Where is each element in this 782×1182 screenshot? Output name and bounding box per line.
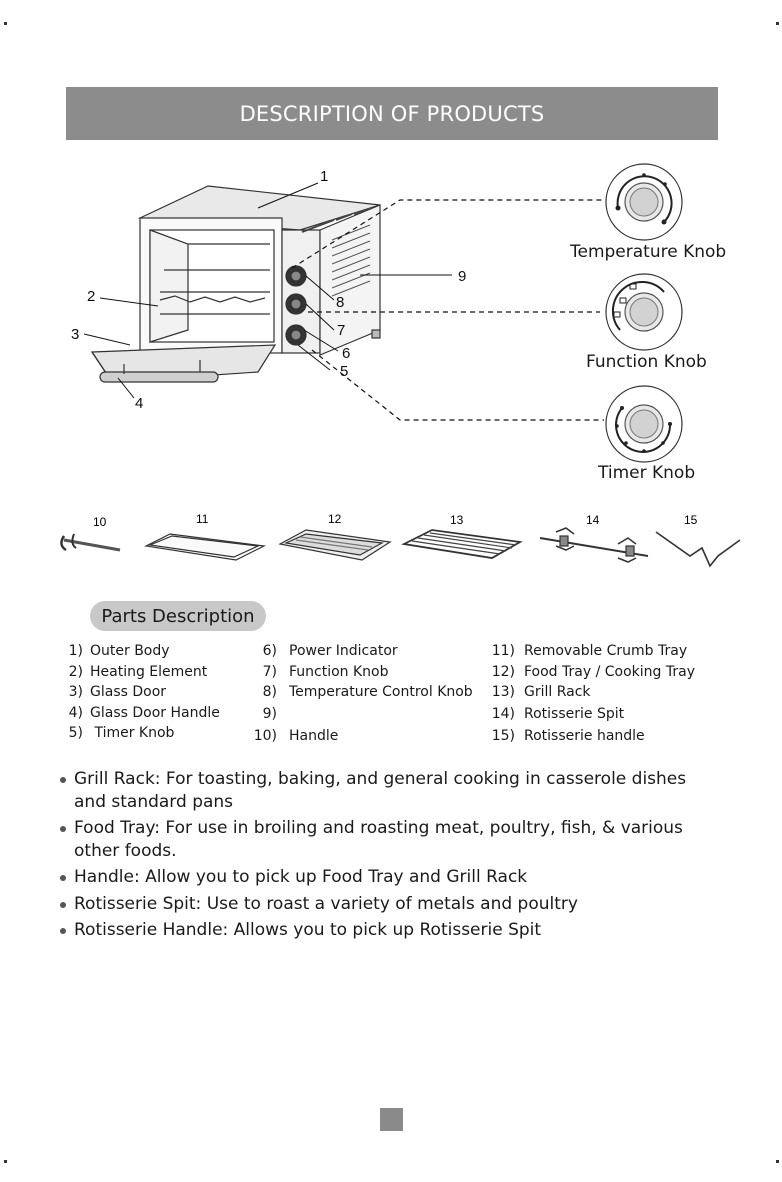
rotisserie-spit-illustration (539, 527, 649, 563)
callout-2: 2 (87, 288, 95, 305)
crumb-tray-illustration (144, 533, 267, 561)
temperature-knob-illustration (605, 163, 683, 241)
parts-description-heading: Parts Description (90, 601, 266, 631)
timer-knob-illustration (605, 385, 683, 463)
parts-list-item: 15)Rotisserie handle (491, 727, 645, 744)
callout-leaders (83, 182, 452, 399)
callout-1: 1 (320, 168, 328, 185)
parts-list-item: 11)Removable Crumb Tray (491, 643, 688, 660)
crop-mark-top-left (4, 22, 7, 25)
parts-list-item: 1)Outer Body (68, 643, 170, 660)
parts-list-column-1: 1)Outer Body 2)Heating Element 3)Glass D… (64, 641, 220, 744)
parts-list-item: 6)Power Indicator (262, 643, 398, 660)
parts-list-item: 3)Glass Door (68, 684, 167, 701)
usage-note-item: Food Tray: For use in broiling and roast… (58, 817, 718, 863)
parts-list-item: 2)Heating Element (68, 663, 208, 680)
callout-9: 9 (458, 268, 466, 285)
callout-3: 3 (71, 326, 79, 343)
timer-knob-caption: Timer Knob (598, 463, 696, 483)
section-title: DESCRIPTION OF PRODUCTS (66, 87, 718, 140)
crop-mark-bottom-left (4, 1160, 7, 1163)
handle-illustration (60, 533, 121, 552)
crop-mark-top-right (776, 22, 779, 25)
parts-list-item: 5) Timer Knob (68, 725, 175, 742)
function-knob-illustration (605, 273, 683, 351)
grill-rack-illustration (401, 529, 523, 559)
parts-list-item: 10)Handle (253, 727, 339, 744)
accessory-illustrations (60, 527, 741, 568)
bullet-dot-icon (60, 777, 66, 783)
accessory-number-15: 15 (684, 513, 698, 527)
accessory-number-14: 14 (586, 513, 600, 527)
parts-list-item: 9) (262, 705, 277, 722)
bullet-dot-icon (60, 875, 66, 881)
page-marker (380, 1108, 403, 1131)
callout-8: 8 (336, 294, 344, 311)
temperature-knob-caption: Temperature Knob (570, 242, 727, 262)
parts-list-item: 12)Food Tray / Cooking Tray (491, 663, 695, 680)
callout-6: 6 (342, 345, 350, 362)
parts-list-column-2: 6)Power Indicator 7)Function Knob 8)Temp… (253, 641, 473, 747)
parts-list-item: 13)Grill Rack (491, 684, 591, 701)
usage-note-item: Rotisserie Spit: Use to roast a variety … (58, 893, 718, 916)
food-tray-illustration (278, 529, 392, 561)
callout-5: 5 (340, 363, 348, 380)
usage-note-item: Rotisserie Handle: Allows you to pick up… (58, 919, 718, 942)
rotisserie-handle-illustration (655, 531, 741, 568)
accessory-number-13: 13 (450, 513, 464, 527)
callout-7: 7 (337, 322, 345, 339)
bullet-dot-icon (60, 826, 66, 832)
usage-notes: Grill Rack: For toasting, baking, and ge… (58, 768, 718, 945)
parts-list-column-3: 11)Removable Crumb Tray 12)Food Tray / C… (488, 641, 695, 747)
callout-4: 4 (135, 395, 143, 412)
usage-note-item: Grill Rack: For toasting, baking, and ge… (58, 768, 718, 814)
parts-list-item: 7)Function Knob (262, 663, 389, 680)
crop-mark-bottom-right (776, 1160, 779, 1163)
oven-diagram: 1 2 3 4 5 6 7 8 9 (60, 163, 741, 568)
accessory-number-11: 11 (196, 512, 209, 526)
section-title-text: DESCRIPTION OF PRODUCTS (239, 101, 545, 126)
accessory-number-12: 12 (328, 512, 342, 526)
oven-illustration (90, 185, 381, 383)
function-knob-caption: Function Knob (586, 352, 707, 372)
accessory-number-10: 10 (93, 515, 107, 529)
parts-description-title: Parts Description (101, 605, 255, 627)
parts-list-item: 14)Rotisserie Spit (491, 705, 625, 722)
usage-note-item: Handle: Allow you to pick up Food Tray a… (58, 866, 718, 889)
parts-list-item: 4)Glass Door Handle (68, 704, 220, 721)
bullet-dot-icon (60, 928, 66, 934)
bullet-dot-icon (60, 902, 66, 908)
knob-connectors (291, 199, 604, 421)
parts-list-item: 8)Temperature Control Knob (262, 684, 473, 701)
